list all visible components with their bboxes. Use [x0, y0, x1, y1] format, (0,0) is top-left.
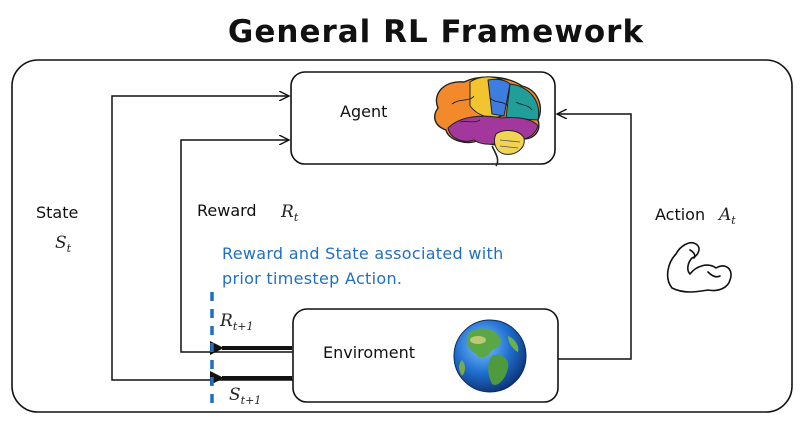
outer-frame: [11, 59, 793, 413]
environment-box: Enviroment: [292, 308, 559, 403]
timestep-note-line2: prior timestep Action.: [222, 269, 402, 288]
next-reward-symbol: Rt+1: [219, 311, 253, 333]
agent-box: Agent: [290, 71, 556, 167]
state-label: State: [36, 203, 78, 222]
environment-label: Enviroment: [323, 343, 415, 362]
next-state-symbol: St+1: [229, 385, 261, 407]
reward-arrow: [180, 140, 293, 353]
state-symbol: St: [55, 233, 72, 255]
timestep-note-line1: Reward and State associated with: [222, 244, 504, 263]
action-arrow: [557, 114, 632, 360]
reward-symbol: Rt: [280, 202, 299, 224]
reward-label: Reward: [197, 201, 257, 220]
agent-label: Agent: [340, 102, 387, 121]
state-arrow: [111, 96, 293, 381]
globe-icon: [453, 319, 527, 393]
flexed-bicep-icon: [666, 241, 732, 293]
brain-icon: [434, 76, 541, 167]
diagram-title: General RL Framework: [228, 14, 645, 50]
action-label: Action: [655, 205, 705, 224]
action-symbol: At: [717, 205, 736, 227]
